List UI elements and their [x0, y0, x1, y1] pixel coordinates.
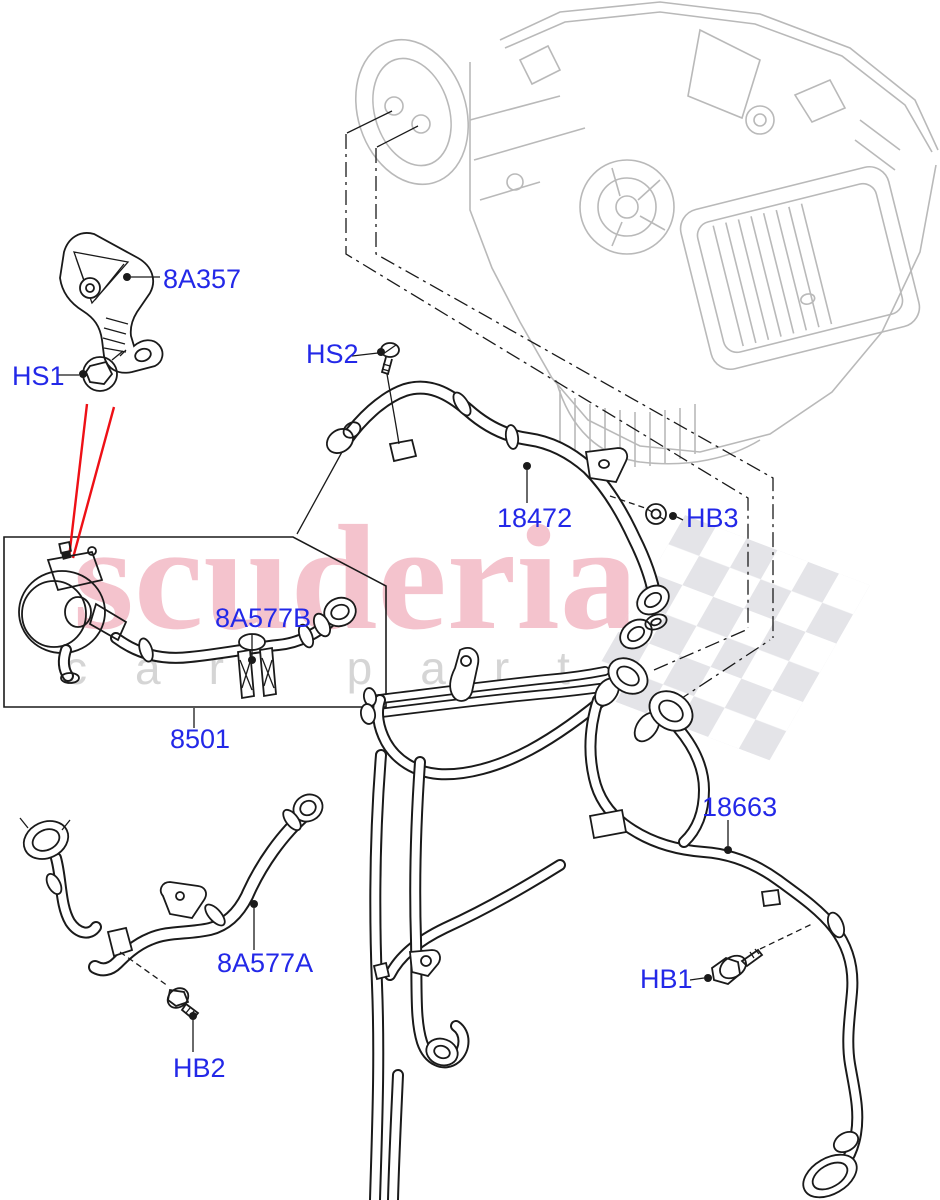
pipe-clip — [760, 888, 782, 908]
callout-hb1-label: HB1 — [640, 964, 693, 994]
hose-clamp — [204, 903, 226, 927]
hose-clamp — [826, 911, 846, 939]
bracket-8a357 — [59, 232, 164, 374]
callout-18663-label: 18663 — [702, 792, 777, 822]
pipe-connectors — [594, 613, 694, 743]
hose-clamp — [452, 391, 472, 417]
pipe-clip — [372, 961, 391, 981]
callout-8501: 8501 — [170, 708, 230, 754]
installation-leader-lines — [345, 110, 774, 703]
callout-8a577b: 8A577B — [215, 603, 311, 664]
hose-end-fitting — [19, 817, 71, 860]
hose-clamp — [282, 808, 302, 832]
callout-hs2-label: HS2 — [306, 339, 359, 369]
callout-hb3-label: HB3 — [686, 503, 739, 533]
hose-8a577b-end-fitting — [312, 596, 357, 638]
hose-18472 — [326, 380, 670, 650]
callout-18472-label: 18472 — [497, 503, 572, 533]
callout-8a577b-label: 8A577B — [215, 603, 311, 633]
callout-hs2: HS2 — [306, 339, 385, 369]
callout-hb2-label: HB2 — [173, 1053, 226, 1083]
hose-clamp — [138, 637, 154, 663]
bolt-hb1-icon — [711, 923, 813, 985]
hose-18663-end-connector — [802, 1130, 860, 1199]
callout-8a577a-label: 8A577A — [217, 948, 313, 978]
hose-bracket — [584, 447, 629, 483]
double-clamp-bracket — [237, 633, 277, 700]
kit-box-8501 — [3, 451, 387, 708]
hose-clamp — [45, 872, 63, 896]
blower-intake-oval — [354, 38, 470, 186]
callout-8501-label: 8501 — [170, 724, 230, 754]
pipe-bracket-arm — [409, 949, 441, 978]
hose-8a577a — [19, 793, 324, 977]
bolt-hb3-icon — [609, 495, 667, 525]
watermark: scuderia car parts — [64, 495, 641, 694]
quick-connector — [326, 428, 354, 454]
red-pointer-lines — [67, 403, 116, 559]
callout-18663: 18663 — [702, 792, 777, 854]
hvac-unit-sketch — [354, 1, 939, 467]
callout-hb2: HB2 — [173, 1012, 226, 1083]
callout-hs1: HS1 — [12, 361, 87, 391]
mount-tab — [388, 438, 418, 463]
hose-18472-end-fitting — [619, 584, 670, 650]
water-pump-body — [18, 540, 128, 684]
callout-18472: 18472 — [497, 462, 572, 533]
u-bend-fitting — [425, 1037, 459, 1067]
callout-hb3: HB3 — [669, 503, 739, 533]
callout-hs1-label: HS1 — [12, 361, 65, 391]
hose-18663-run — [584, 694, 864, 1186]
bolt-hb2-icon — [119, 951, 200, 1021]
pipe-assembly-central — [359, 613, 864, 1200]
screw-hs2-icon — [380, 342, 400, 445]
hose-clamp — [297, 623, 315, 649]
callout-hb1: HB1 — [640, 964, 712, 994]
hose-bracket — [159, 881, 207, 919]
callout-8a357-label: 8A357 — [163, 264, 241, 294]
heater-core-panel — [679, 165, 921, 371]
watermark-brand: scuderia — [73, 495, 638, 661]
hose-clamp — [504, 424, 520, 450]
mount-tab — [106, 926, 134, 958]
pipe-tag — [588, 808, 628, 840]
callout-8a357: 8A357 — [123, 264, 241, 294]
callout-8a577a: 8A577A — [217, 900, 313, 978]
auxiliary-water-pump-8501 — [18, 540, 357, 700]
